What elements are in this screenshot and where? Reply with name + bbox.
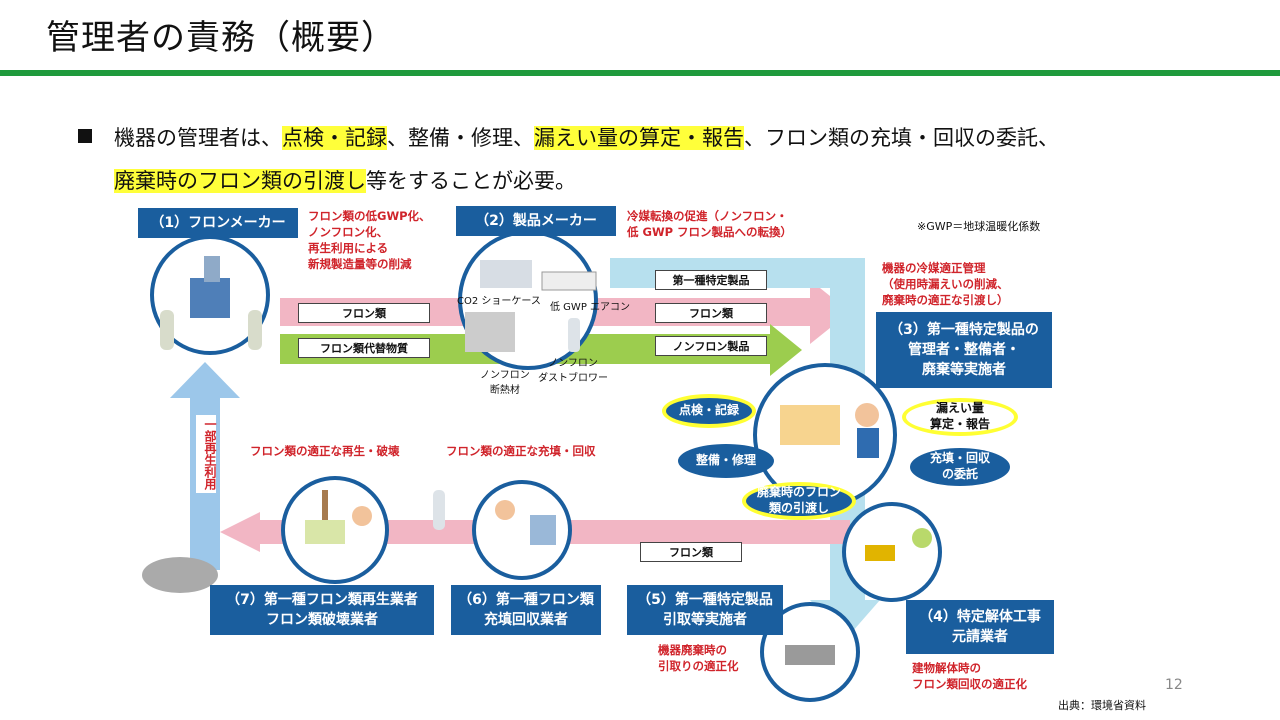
- flow-arrows: [142, 230, 942, 702]
- oval-disposal: 廃棄時のフロン類の引渡し: [742, 482, 856, 520]
- highlight-disposal: 廃棄時のフロン類の引渡し: [114, 169, 366, 193]
- factory-icon: [190, 278, 230, 318]
- bullet-text: 、整備・修理、: [387, 126, 534, 150]
- cylinder-icon: [160, 310, 174, 350]
- bullet-text-line1: 機器の管理者は、点検・記録、整備・修理、漏えい量の算定・報告、フロン類の充填・回…: [78, 122, 1059, 152]
- box-charge-recovery: （6）第一種フロン類充填回収業者: [451, 585, 601, 635]
- note-demolition: 建物解体時のフロン類回収の適正化: [912, 661, 1027, 692]
- maker2-note: 冷媒転換の促進（ノンフロン・低 GWP フロン製品への転換）: [627, 209, 793, 240]
- rubble-icon: [142, 557, 218, 593]
- oval-charge-consign: 充填・回収の委託: [910, 448, 1010, 486]
- gwp-note: ※GWP＝地球温暖化係数: [917, 220, 1041, 233]
- label-dustblower: ノンフロンダストブロワー: [538, 358, 608, 384]
- square-bullet-icon: [78, 129, 92, 143]
- highlight-inspection: 点検・記録: [282, 126, 387, 150]
- cylinder-icon: [433, 490, 445, 530]
- source-note: 出典：環境省資料: [1058, 699, 1146, 712]
- page-title: 管理者の責務（概要）: [46, 18, 396, 58]
- plant-icon: [305, 520, 345, 544]
- label-proper-regen: フロン類の適正な再生・破壊: [250, 444, 400, 458]
- label-insulation: ノンフロン断熱材: [480, 370, 530, 396]
- label-co2-case: CO2 ショーケース: [457, 296, 541, 307]
- note-collector: 機器廃棄時の引取りの適正化: [658, 643, 739, 674]
- title-divider: [0, 70, 1280, 76]
- excavator-icon: [865, 545, 895, 561]
- box-freon-maker: （1）フロンメーカー: [138, 208, 298, 238]
- aircon-icon: [541, 271, 597, 291]
- insulation-icon: [465, 312, 515, 352]
- recovery-machine-icon: [530, 515, 556, 545]
- page-number: 12: [1165, 677, 1183, 693]
- label-freon: フロン類: [298, 303, 430, 323]
- label-partial-recycle: 一部再生利用: [196, 415, 217, 493]
- worker-icon: [912, 528, 932, 548]
- box-demolition-contractor: （4）特定解体工事元請業者: [906, 600, 1054, 654]
- dustblower-icon: [568, 318, 580, 352]
- bullet-text: 機器の管理者は、: [114, 126, 282, 150]
- label-alt-substance: フロン類代替物質: [298, 338, 430, 358]
- oval-inspection: 点検・記録: [662, 394, 756, 428]
- bullet-text: 等をすることが必要。: [366, 169, 576, 193]
- oval-maintenance: 整備・修理: [678, 444, 774, 478]
- worker-icon: [352, 506, 372, 526]
- bullet-text-line2: 廃棄時のフロン類の引渡し等をすることが必要。: [114, 165, 576, 195]
- box-recycler: （7）第一種フロン類再生業者フロン類破壊業者: [210, 585, 434, 635]
- showcase-icon: [480, 260, 532, 288]
- label-proper-charge: フロン類の適正な充填・回収: [446, 444, 596, 458]
- highlight-leak-report: 漏えい量の算定・報告: [534, 126, 744, 150]
- label-type1-product: 第一種特定製品: [655, 270, 767, 290]
- label-freon-2: フロン類: [655, 303, 767, 323]
- manager-note: 機器の冷媒適正管理（使用時漏えいの削減、廃棄時の適正な引渡し）: [882, 261, 1009, 308]
- label-nonfreon-product: ノンフロン製品: [655, 336, 767, 356]
- scrap-icon: [785, 645, 835, 665]
- oval-leak-report: 漏えい量算定・報告: [902, 398, 1018, 436]
- freon-lifecycle-diagram: ※GWP＝地球温暖化係数 （1）フロンメーカー フロン類の低GWP化、ノンフロン…: [130, 200, 1060, 710]
- box-product-maker: （2）製品メーカー: [456, 206, 616, 236]
- showcase-food-icon: [780, 405, 840, 445]
- label-low-gwp-aircon: 低 GWP エアコン: [550, 302, 631, 313]
- bullet-text: 、フロン類の充填・回収の委託、: [744, 126, 1059, 150]
- box-manager: （3）第一種特定製品の管理者・整備者・廃棄等実施者: [876, 312, 1052, 388]
- product-flow-arrow: [610, 258, 880, 640]
- person-icon: [855, 403, 879, 427]
- box-collector: （5）第一種特定製品引取等実施者: [627, 585, 783, 635]
- maker1-note: フロン類の低GWP化、ノンフロン化、再生利用による新規製造量等の削減: [308, 209, 431, 272]
- worker-icon: [495, 500, 515, 520]
- label-freon-return: フロン類: [640, 542, 742, 562]
